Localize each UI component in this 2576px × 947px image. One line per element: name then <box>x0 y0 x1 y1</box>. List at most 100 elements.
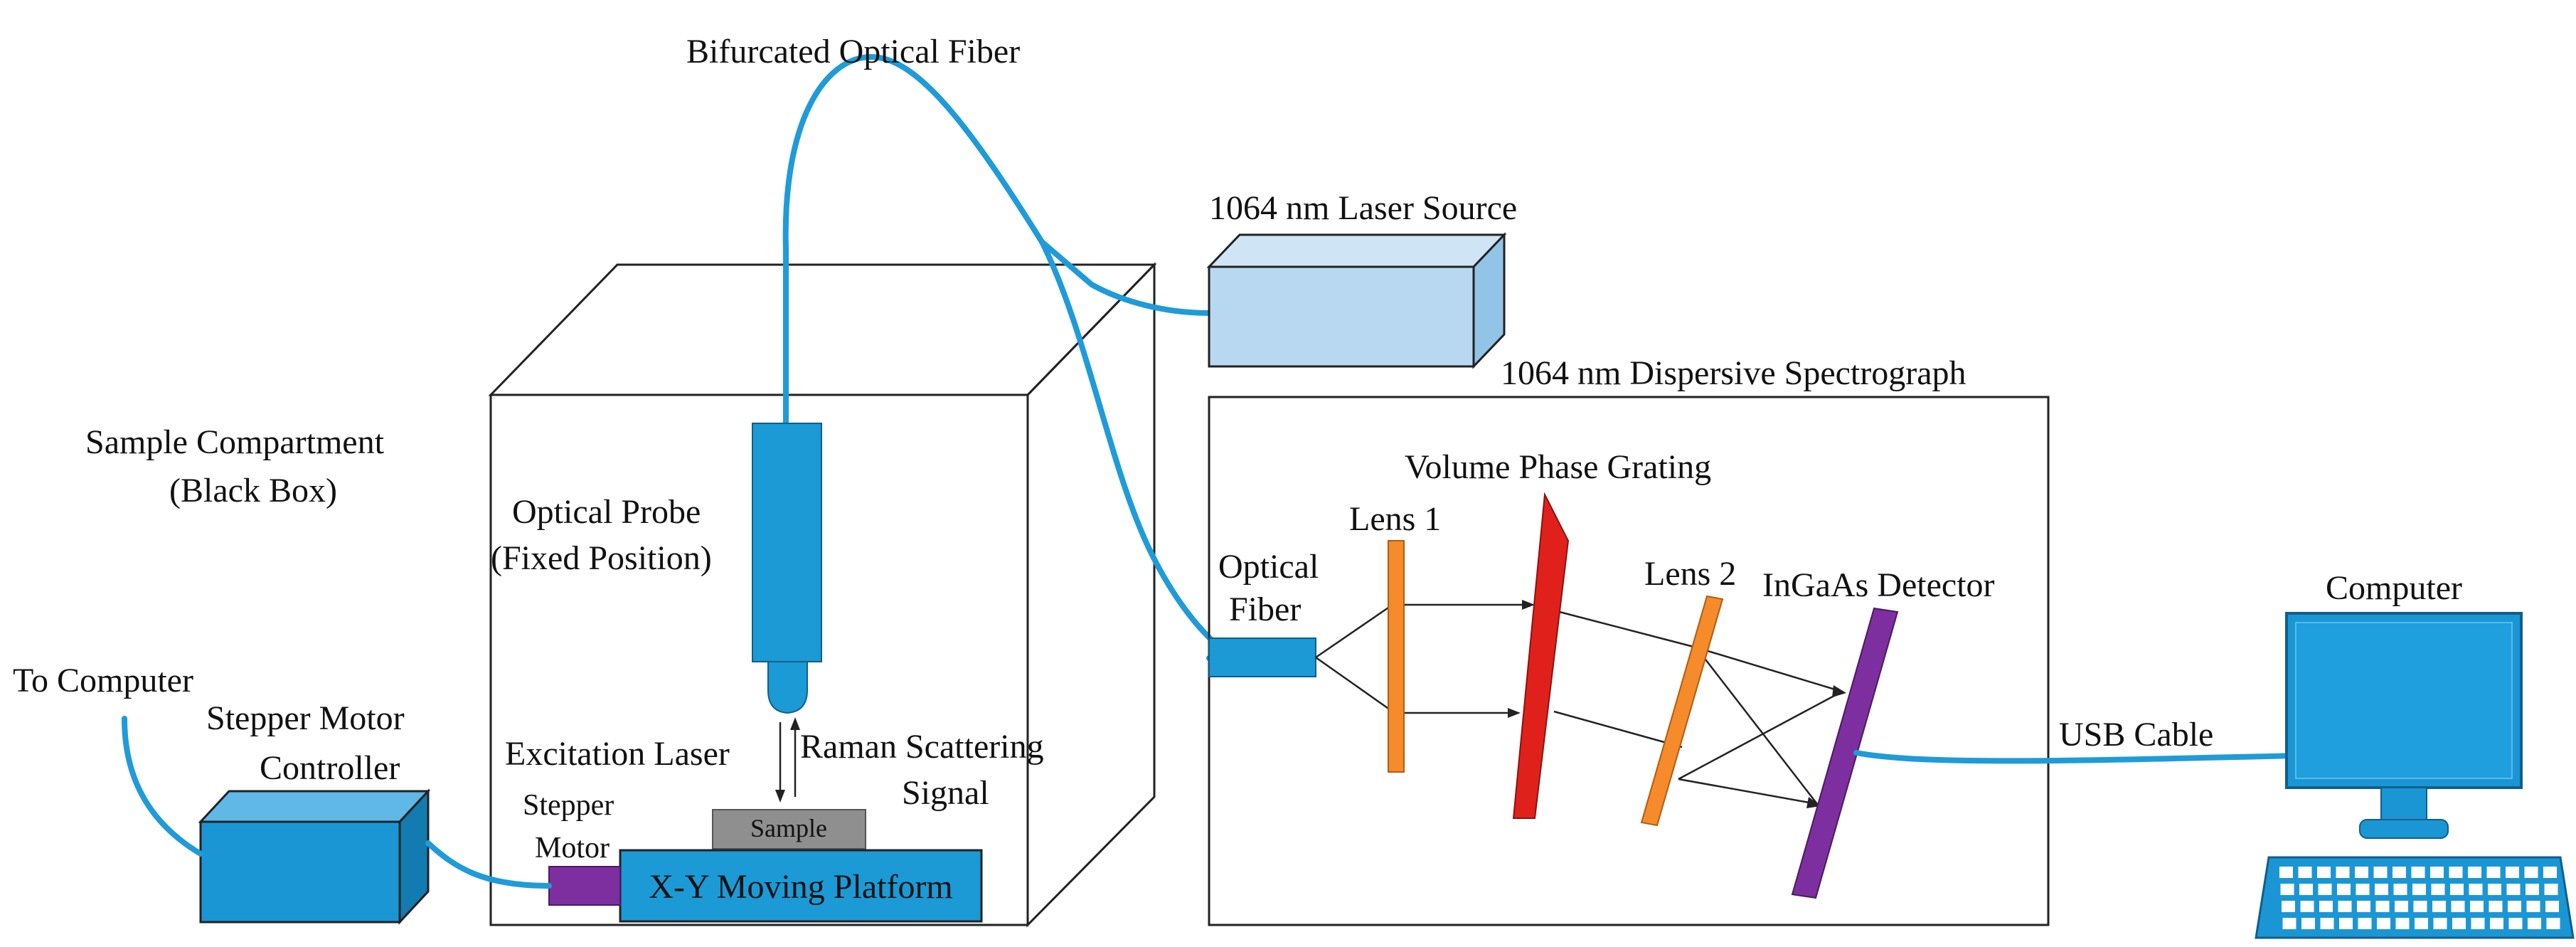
keyboard-key <box>2282 901 2295 912</box>
keyboard-key <box>2413 901 2427 912</box>
keyboard-key <box>2336 867 2350 878</box>
label-optical-fiber-1: Optical <box>1218 548 1319 586</box>
keyboard-key <box>2318 884 2332 895</box>
keyboard-key <box>2373 867 2388 878</box>
label-stepper-controller-2: Controller <box>260 749 400 787</box>
keyboard-key <box>2338 901 2352 912</box>
xy-moving-platform <box>619 849 983 923</box>
optical-fiber-connector <box>1208 637 1316 677</box>
keyboard-key <box>2411 867 2425 878</box>
label-usb-cable: USB Cable <box>2059 716 2213 753</box>
keyboard-key <box>2433 918 2447 929</box>
keyboard-key <box>2375 901 2390 912</box>
label-lens-1: Lens 1 <box>1349 500 1441 538</box>
keyboard-key <box>2543 867 2557 878</box>
keyboard-key <box>2431 884 2445 895</box>
keyboard-key <box>2300 901 2314 912</box>
platform-label: X-Y Moving Platform <box>649 868 953 906</box>
keyboard-key <box>2471 918 2485 929</box>
keyboard-key <box>2337 884 2351 895</box>
keyboard-key <box>2508 918 2523 929</box>
label-optical-fiber-2: Fiber <box>1229 591 1301 628</box>
label-bifurcated-fiber: Bifurcated Optical Fiber <box>686 33 1020 70</box>
label-spectrograph: 1064 nm Dispersive Spectrograph <box>1501 354 1966 392</box>
keyboard-key <box>2319 901 2333 912</box>
keyboard-key <box>2451 901 2465 912</box>
keyboard-key <box>2452 918 2466 929</box>
keyboard-key <box>2317 867 2331 878</box>
keyboard-key <box>2320 918 2334 929</box>
controller-to-computer-cable <box>122 716 203 857</box>
keyboard-key <box>2490 918 2503 929</box>
keyboard-key <box>2526 884 2539 895</box>
keyboard-key <box>2546 918 2560 929</box>
keyboard-key <box>2469 884 2483 895</box>
keyboard-key <box>2468 867 2481 878</box>
computer-icon <box>2285 612 2523 839</box>
label-laser-source: 1064 nm Laser Source <box>1209 189 1517 227</box>
keyboard-key <box>2449 867 2463 878</box>
sample-block <box>712 809 866 850</box>
stepper-motor-controller <box>198 788 431 925</box>
label-optical-probe-1: Optical Probe <box>512 493 701 531</box>
label-to-computer: To Computer <box>13 662 193 699</box>
controller-to-motor-cable <box>425 840 552 889</box>
keyboard-key <box>2375 884 2388 895</box>
keyboard-key <box>2301 918 2315 929</box>
keyboard-key <box>2356 884 2370 895</box>
sample-compartment <box>488 262 1157 928</box>
keyboard-key <box>2489 901 2503 912</box>
label-sample-compartment-1: Sample Compartment <box>85 423 385 461</box>
keyboard-icon <box>2255 856 2575 939</box>
keyboard-key <box>2526 901 2540 912</box>
keyboard-key <box>2524 867 2538 878</box>
keyboard-key <box>2280 884 2294 895</box>
keyboard-key <box>2395 918 2410 929</box>
lens-2 <box>1640 595 1724 827</box>
lens-1 <box>1388 540 1405 773</box>
excitation-raman-arrows <box>775 717 800 803</box>
keyboard-key <box>2508 901 2521 912</box>
keyboard-key <box>2506 884 2521 895</box>
keyboard-key <box>2430 867 2444 878</box>
sample-label: Sample <box>750 814 827 842</box>
keyboard-key <box>2377 918 2390 929</box>
keyboard-key <box>2470 901 2484 912</box>
label-sample-compartment-2: (Black Box) <box>169 472 337 509</box>
keyboard-key <box>2545 901 2559 912</box>
keyboard-key <box>2506 867 2519 878</box>
label-grating: Volume Phase Grating <box>1405 448 1711 486</box>
optical-rays <box>1315 600 1846 808</box>
keyboard-key <box>2299 884 2313 895</box>
label-stepper-motor-2: Motor <box>535 832 610 864</box>
bifurcated-fiber <box>782 53 1244 661</box>
keyboard-key <box>2393 867 2406 878</box>
label-raman-2: Signal <box>902 774 989 812</box>
keyboard-key <box>2282 918 2296 929</box>
keyboard-key <box>2412 884 2426 895</box>
keyboard-key <box>2432 901 2446 912</box>
label-optical-probe-2: (Fixed Position) <box>491 539 712 577</box>
keyboard-key <box>2395 901 2408 912</box>
keyboard-key <box>2355 867 2368 878</box>
label-lens-2: Lens 2 <box>1644 555 1736 593</box>
keyboard-key <box>2486 867 2501 878</box>
usb-cable <box>1853 750 2300 764</box>
optical-probe <box>752 423 822 714</box>
volume-phase-grating <box>1512 492 1570 819</box>
label-detector: InGaAs Detector <box>1762 566 1995 604</box>
keyboard-key <box>2544 884 2558 895</box>
keyboard-key <box>2528 918 2541 929</box>
keyboard-key <box>2339 918 2353 929</box>
label-computer: Computer <box>2326 569 2462 607</box>
label-excitation-laser: Excitation Laser <box>505 735 730 773</box>
label-raman-1: Raman Scattering <box>800 728 1044 766</box>
keyboard-key <box>2393 884 2407 895</box>
keyboard-key <box>2298 867 2312 878</box>
keyboard-key <box>2279 867 2293 878</box>
stepper-motor-block <box>548 866 621 906</box>
keyboard-key <box>2358 918 2372 929</box>
keyboard-key <box>2357 901 2370 912</box>
keyboard-key <box>2488 884 2501 895</box>
